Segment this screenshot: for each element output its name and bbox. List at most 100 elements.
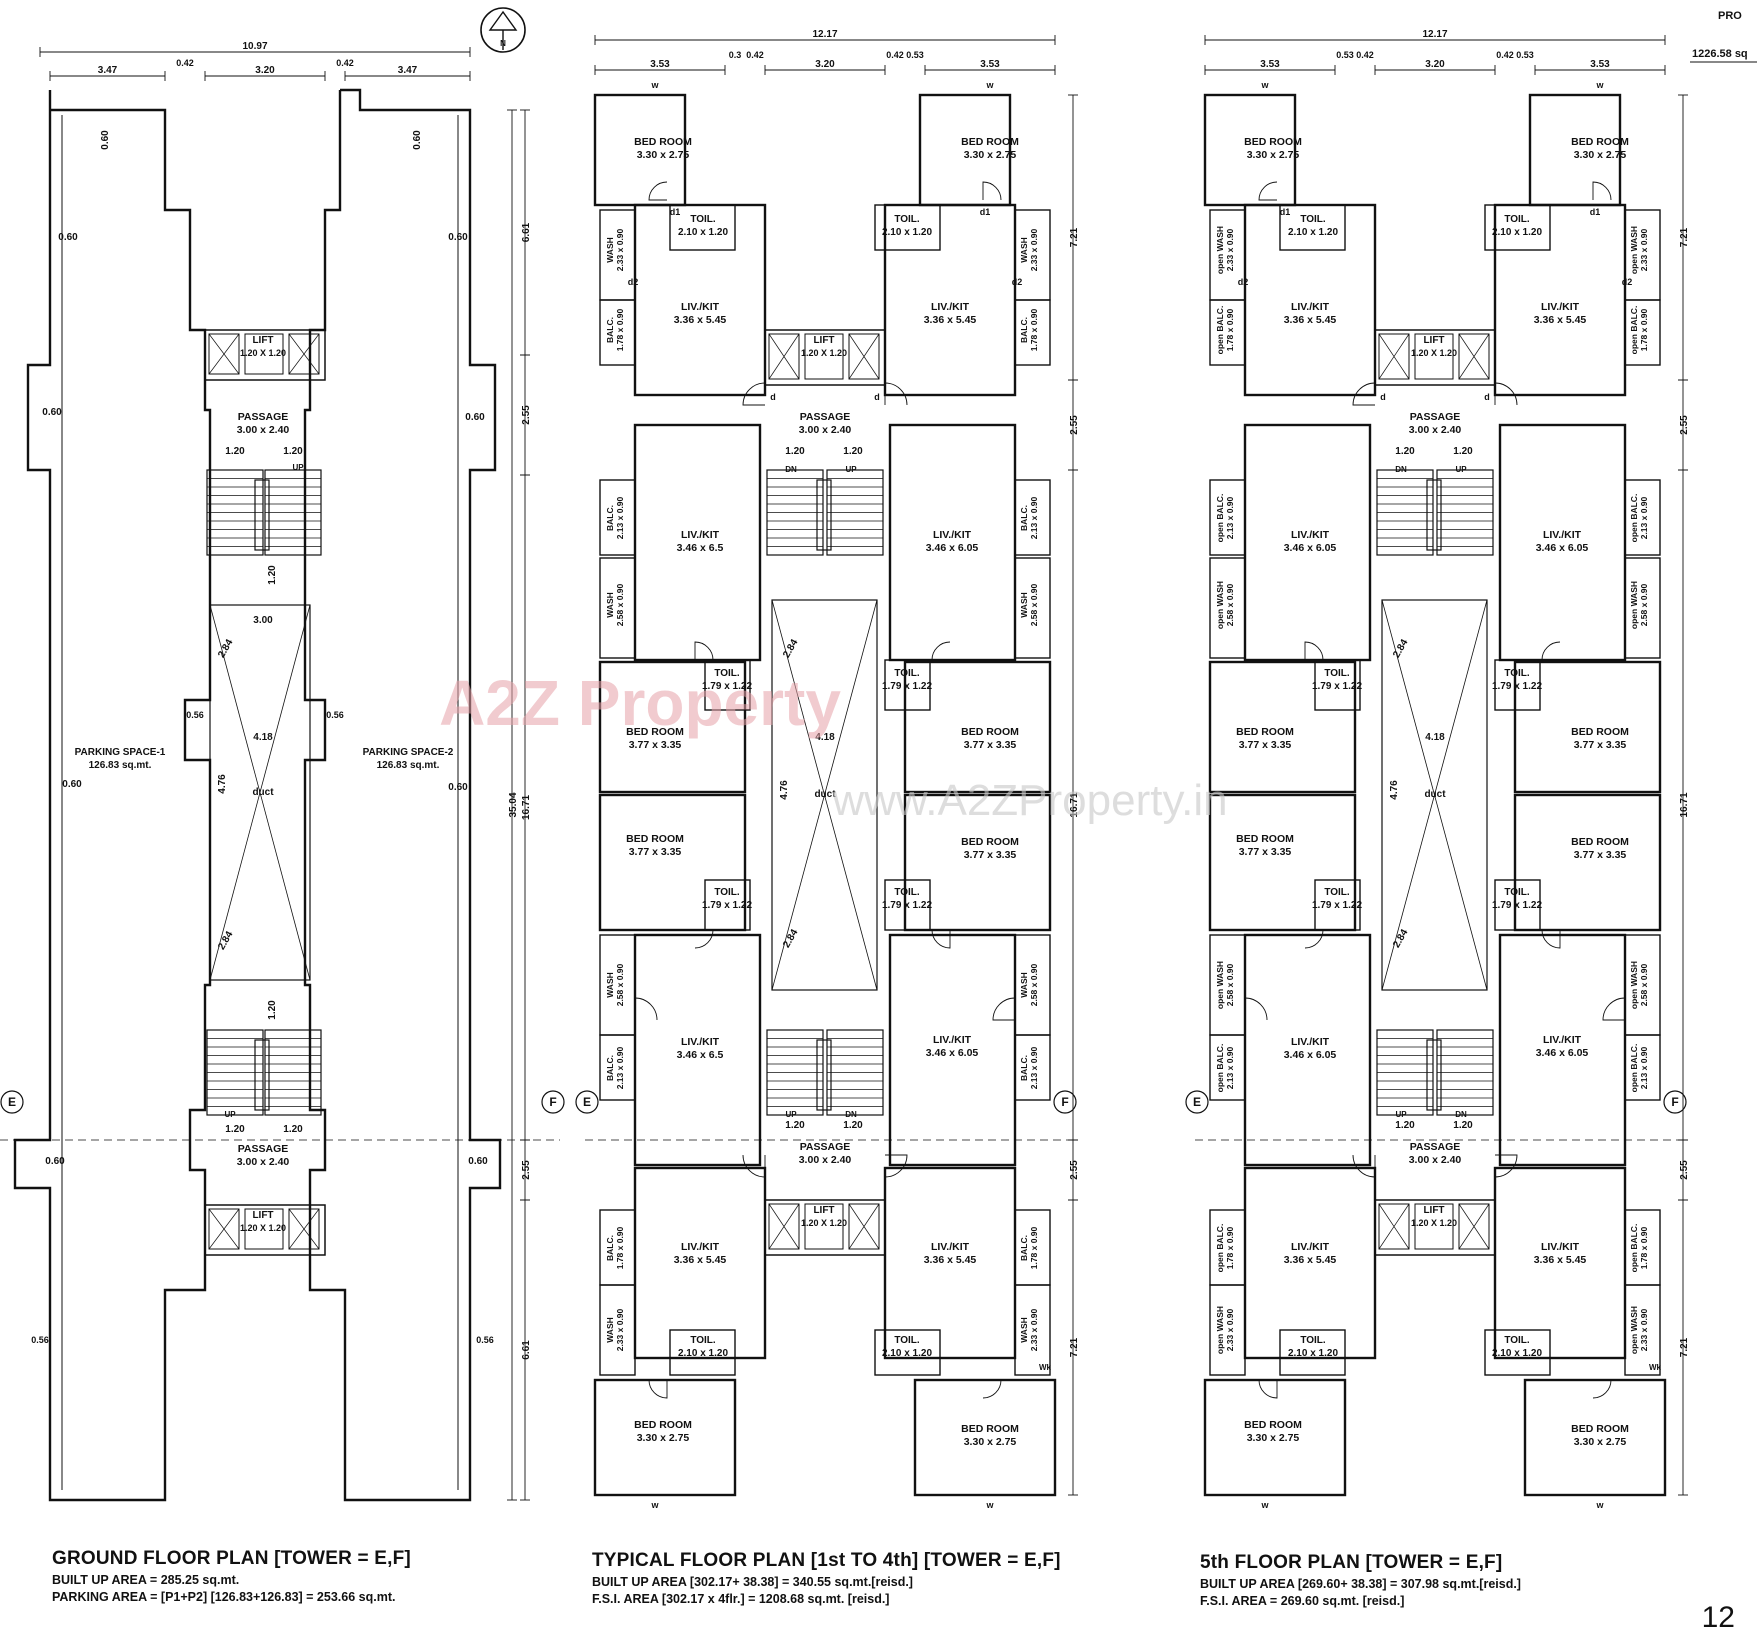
strip-name: BALC. [1019, 505, 1029, 531]
dn-label: DN [1395, 465, 1407, 474]
strip-size: 2.58 x 0.90 [1225, 963, 1235, 1006]
dimension-label: 6.61 [521, 222, 532, 242]
strip-size: 2.33 x 0.90 [1225, 1308, 1235, 1351]
strip-name: BALC. [1019, 1055, 1029, 1081]
door-passage-right [884, 382, 908, 406]
dim-label: 4.76 [217, 774, 228, 794]
passage: PASSAGE [238, 411, 289, 423]
duct-label: duct [1424, 789, 1446, 800]
lift-block [1374, 1199, 1496, 1256]
bedroom-bottom-left [593, 1378, 737, 1497]
ground-right-wing [303, 88, 502, 1502]
offset-label: 0.56 [31, 1335, 49, 1345]
bedroom-mid-right-2 [903, 793, 1052, 932]
toilet-size: 2.10 x 1.20 [678, 227, 728, 238]
bedroom-mid-left-2 [1208, 793, 1357, 932]
duct-x [208, 333, 240, 375]
dimension-label: 7.21 [1069, 1337, 1080, 1357]
lift-block [204, 1204, 326, 1256]
wash-strip [1209, 1284, 1246, 1376]
plan-line: BUILT UP AREA [269.60+ 38.38] = 307.98 s… [1200, 1577, 1521, 1591]
overall-height: 35.04 [508, 792, 519, 817]
door-swing [634, 997, 658, 1021]
door-tag: w [1595, 1500, 1604, 1510]
offset-label: 0.56 [186, 710, 204, 720]
duct-x [288, 333, 320, 375]
room-size: 3.46 x 6.05 [926, 542, 979, 554]
toilet [704, 659, 751, 711]
offset-label: 0.60 [448, 232, 468, 243]
door-tag: d [770, 392, 776, 402]
strip-name: open WASH [1215, 961, 1225, 1009]
dimension-label: 0.42 [886, 50, 904, 60]
room-size: 3.77 x 3.35 [629, 739, 682, 751]
dimension-label: 0.3 [729, 50, 742, 60]
door-passage-right [1494, 382, 1518, 406]
toilet-size: 1.79 x 1.22 [1492, 900, 1542, 911]
dimension-label: 3.53 [1260, 59, 1280, 70]
grid-bubble [1185, 1090, 1209, 1114]
room-size: 3.30 x 2.75 [637, 1432, 690, 1444]
door-tag: Wk [1039, 1363, 1052, 1372]
room-name: BED ROOM [1571, 726, 1629, 738]
strip-name: open WASH [1215, 1306, 1225, 1354]
toilet: TOIL. [894, 887, 920, 898]
dim-label: 1.20 [267, 565, 278, 585]
toilet: TOIL. [1504, 1335, 1530, 1346]
door-swing [1592, 1379, 1612, 1399]
dn-label: DN [1455, 1110, 1467, 1119]
door-swing [694, 929, 714, 949]
dim-label: 1.20 [225, 1124, 245, 1135]
dim-label: 4.18 [1425, 732, 1445, 743]
strip-size: 1.78 x 0.90 [1639, 1226, 1649, 1269]
strip-size: 1.78 x 0.90 [1029, 1226, 1039, 1269]
ele-duct [768, 1203, 800, 1250]
toilet-size: 2.10 x 1.20 [1492, 1348, 1542, 1359]
room-name: LIV./KIT [931, 301, 970, 313]
dimension-label: 7.21 [1679, 1337, 1690, 1357]
balc-strip [1014, 299, 1051, 366]
stair-well [254, 1039, 270, 1111]
room-size: 3.46 x 6.05 [926, 1047, 979, 1059]
strip-size: 2.33 x 0.90 [1029, 1308, 1039, 1351]
dim-label: 4.18 [253, 732, 273, 743]
room-name: BED ROOM [1244, 1419, 1302, 1431]
room-size: 3.36 x 5.45 [1534, 314, 1587, 326]
strip-name: WASH [605, 972, 615, 998]
passage: PASSAGE [238, 1143, 289, 1155]
passage-size: 3.00 x 2.40 [237, 1156, 290, 1168]
toilet: TOIL. [714, 887, 740, 898]
wall-line [771, 599, 878, 991]
lift [244, 333, 284, 375]
room-size: 3.77 x 3.35 [964, 849, 1017, 861]
toilet [1314, 879, 1361, 931]
room-name: BED ROOM [1571, 136, 1629, 148]
strip-size: 2.58 x 0.90 [1029, 963, 1039, 1006]
door-swing [1244, 997, 1268, 1021]
lift-block [1374, 329, 1496, 386]
passage-size: 3.00 x 2.40 [1409, 1154, 1462, 1166]
strip-size: 2.33 x 0.90 [1639, 228, 1649, 271]
toilet [874, 204, 941, 251]
lift [244, 1208, 284, 1250]
dim-label: 2.84 [781, 927, 800, 950]
door-tag: w [1595, 80, 1604, 90]
door-tag: d1 [980, 207, 991, 217]
door-tag: w [985, 1500, 994, 1510]
ele-duct [208, 1208, 240, 1250]
toilet [704, 879, 751, 931]
door-tag: d [874, 392, 880, 402]
strip-size: 2.33 x 0.90 [615, 1308, 625, 1351]
room-name: LIV./KIT [933, 529, 972, 541]
ground-left-wing [13, 90, 212, 1502]
toilet [884, 879, 931, 931]
stair-well [816, 479, 832, 551]
duct-void [1381, 599, 1488, 991]
door-swing [931, 641, 951, 661]
up-label: UP [785, 1110, 797, 1119]
room-size: 3.36 x 5.45 [924, 1254, 977, 1266]
strip-size: 1.78 x 0.90 [1225, 1226, 1235, 1269]
room-name: LIV./KIT [1291, 1036, 1330, 1048]
grid-label: F [1061, 1095, 1068, 1109]
dimension-label: 0.42 [746, 50, 764, 60]
